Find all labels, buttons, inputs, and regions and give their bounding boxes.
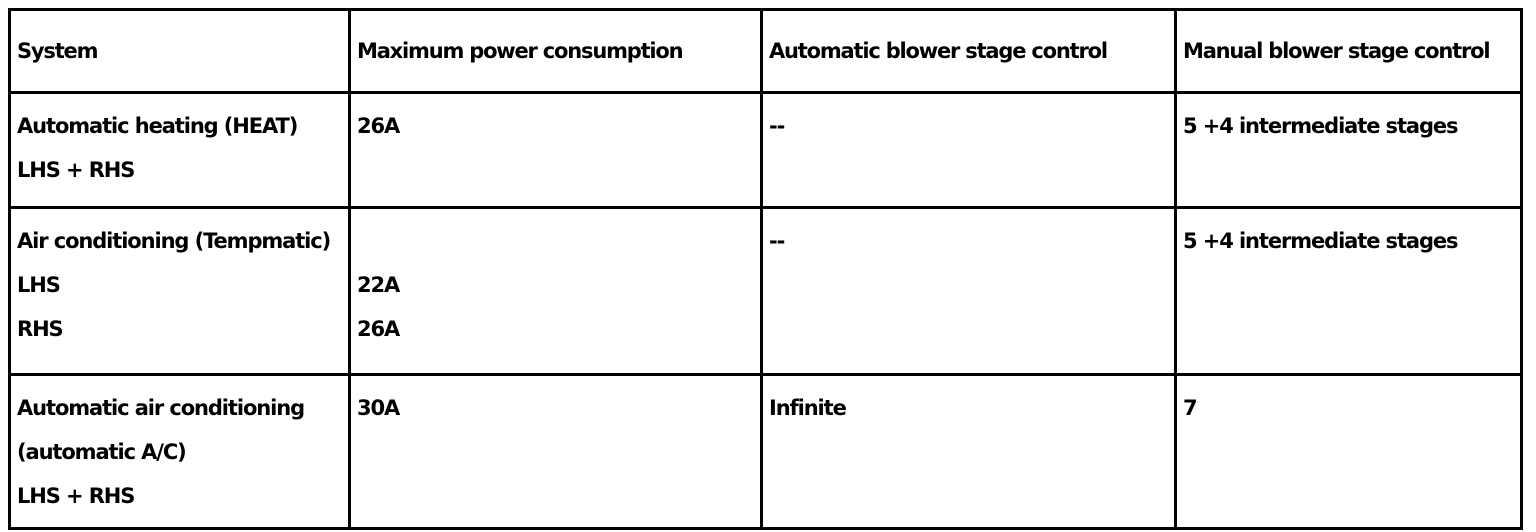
cell-manual: 7 (1174, 373, 1523, 530)
power-spacer (357, 219, 754, 263)
cell-automatic: -- (760, 206, 1177, 376)
power-value-rhs: 26A (357, 317, 400, 341)
cell-power: 22A 26A (348, 206, 763, 376)
system-name: Automatic heating (HEAT) (17, 114, 298, 138)
power-value: 30A (357, 396, 400, 420)
system-subname: (automatic A/C) (17, 440, 187, 464)
system-side: LHS + RHS (17, 484, 135, 508)
cell-system: Automatic air conditioning (automatic A/… (8, 373, 351, 530)
cell-automatic: Infinite (760, 373, 1177, 530)
system-side-rhs: RHS (17, 317, 64, 341)
system-side: LHS + RHS (17, 158, 135, 182)
system-name: Air conditioning (Tempmatic) (17, 229, 331, 253)
cell-power: 26A (348, 91, 763, 209)
cell-power: 30A (348, 373, 763, 530)
blower-specification-table: System Maximum power consumption Automat… (8, 8, 1523, 530)
table-row: Automatic heating (HEAT) LHS + RHS 26A -… (8, 91, 1523, 209)
header-auto-blower: Automatic blower stage control (760, 8, 1177, 94)
table-header-row: System Maximum power consumption Automat… (8, 8, 1523, 94)
automatic-value: -- (769, 229, 785, 253)
cell-system: Automatic heating (HEAT) LHS + RHS (8, 91, 351, 209)
system-name: Automatic air conditioning (17, 396, 305, 420)
automatic-value: -- (769, 114, 785, 138)
manual-value: 5 +4 intermediate stages (1183, 114, 1459, 138)
system-side-lhs: LHS (17, 273, 61, 297)
manual-value: 5 +4 intermediate stages (1183, 229, 1459, 253)
cell-automatic: -- (760, 91, 1177, 209)
header-system: System (8, 8, 351, 94)
cell-manual: 5 +4 intermediate stages (1174, 91, 1523, 209)
header-manual-blower: Manual blower stage control (1174, 8, 1523, 94)
automatic-value: Infinite (769, 396, 847, 420)
cell-manual: 5 +4 intermediate stages (1174, 206, 1523, 376)
manual-value: 7 (1183, 396, 1198, 420)
table-row: Air conditioning (Tempmatic) LHS RHS 22A… (8, 206, 1523, 376)
table-row: Automatic air conditioning (automatic A/… (8, 373, 1523, 530)
power-value-lhs: 22A (357, 273, 400, 297)
header-max-power: Maximum power consumption (348, 8, 763, 94)
cell-system: Air conditioning (Tempmatic) LHS RHS (8, 206, 351, 376)
power-value: 26A (357, 114, 400, 138)
